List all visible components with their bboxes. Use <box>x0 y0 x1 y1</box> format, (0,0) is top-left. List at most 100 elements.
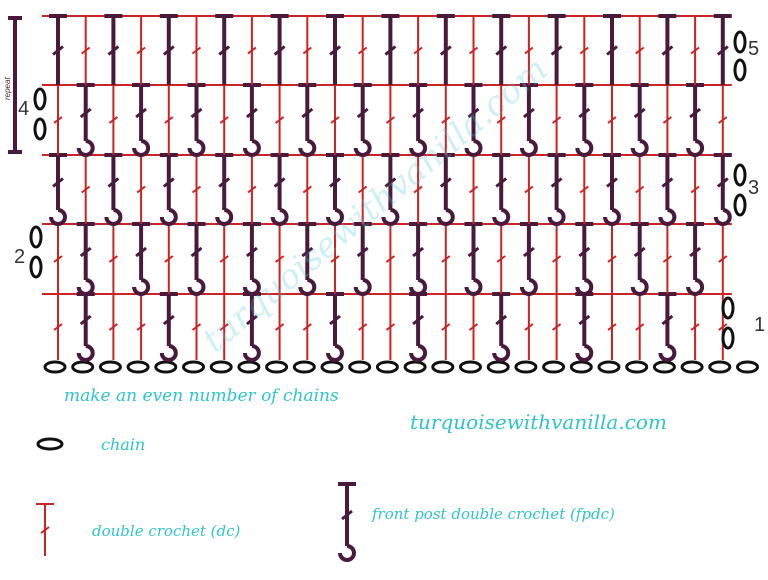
dc-stitch <box>381 223 400 294</box>
dc-stitch <box>547 293 566 360</box>
dc-stitch <box>575 15 594 85</box>
dc-stitch <box>547 223 566 294</box>
legend-dc-label: double crochet (dc) <box>92 522 241 540</box>
chain-stitch-vertical <box>733 30 747 54</box>
dc-stitch <box>436 293 455 360</box>
fpdc-stitch <box>326 292 344 362</box>
website-text: turquoisewithvanilla.com <box>410 410 667 434</box>
fpdc-stitch <box>270 153 289 226</box>
dc-stitch <box>159 84 178 155</box>
dc-stitch <box>436 223 455 294</box>
dc-stitch <box>298 154 317 224</box>
foundation-chain <box>43 360 67 374</box>
fpdc-stitch <box>713 14 732 85</box>
dc-stitch <box>464 293 483 360</box>
fpdc-stitch <box>575 83 594 157</box>
fpdc-stitch <box>658 292 677 362</box>
legend-fpdc-label: front post double crochet (fpdc) <box>372 505 615 523</box>
dc-stitch <box>132 15 151 85</box>
fpdc-stitch <box>76 83 95 157</box>
dc-stitch <box>409 15 428 85</box>
dc-stitch <box>492 223 511 294</box>
dc-stitch <box>326 84 344 155</box>
dc-stitch <box>159 223 178 294</box>
dc-stitch <box>492 84 511 155</box>
fpdc-stitch <box>132 83 151 157</box>
dc-stitch <box>603 223 621 294</box>
dc-stitch <box>104 84 123 155</box>
dc-stitch <box>630 154 649 224</box>
foundation-chain <box>680 360 704 374</box>
dc-stitch <box>49 223 67 294</box>
legend-chain-symbol <box>36 437 64 451</box>
fpdc-stitch <box>409 292 428 362</box>
dc-stitch <box>132 154 151 224</box>
fpdc-stitch <box>76 292 95 362</box>
dc-stitch <box>270 293 289 360</box>
fpdc-stitch <box>353 83 372 157</box>
fpdc-stitch <box>630 83 649 157</box>
foundation-chain <box>126 360 150 374</box>
row-number-5: 5 <box>748 38 760 60</box>
foundation-chain <box>403 360 427 374</box>
dc-stitch <box>381 293 400 360</box>
fpdc-stitch <box>547 153 566 226</box>
fpdc-stitch <box>464 83 483 157</box>
foundation-chain <box>486 360 510 374</box>
fpdc-stitch <box>658 14 677 85</box>
dc-stitch <box>298 15 317 85</box>
dc-stitch <box>630 293 649 360</box>
fpdc-stitch <box>187 83 206 157</box>
fpdc-stitch <box>575 222 594 296</box>
foundation-chain <box>292 360 316 374</box>
dc-stitch <box>298 293 317 360</box>
fpdc-stitch <box>686 222 705 296</box>
dc-stitch <box>519 154 538 224</box>
dc-stitch <box>49 84 67 155</box>
fpdc-stitch <box>49 153 67 226</box>
dc-stitch <box>519 293 538 360</box>
dc-stitch <box>464 154 483 224</box>
dc-stitch <box>603 84 621 155</box>
dc-stitch <box>104 223 123 294</box>
fpdc-stitch <box>215 14 234 85</box>
foundation-chain <box>625 360 649 374</box>
fpdc-stitch <box>298 222 317 296</box>
dc-stitch <box>713 84 732 155</box>
dc-stitch <box>353 154 372 224</box>
row-number-3: 3 <box>748 177 760 199</box>
dc-stitch <box>436 84 455 155</box>
foundation-chain <box>652 360 676 374</box>
row-number-4: 4 <box>18 98 30 120</box>
fpdc-stitch <box>242 83 261 157</box>
dc-stitch <box>104 293 123 360</box>
dc-stitch <box>215 293 234 360</box>
row-number-1: 1 <box>754 314 766 336</box>
legend-chain-label: chain <box>101 435 146 454</box>
foundation-chain <box>514 360 538 374</box>
chain-stitch-vertical <box>733 58 747 82</box>
chain-stitch-vertical <box>29 255 43 279</box>
fpdc-stitch <box>492 153 511 226</box>
foundation-chain <box>569 360 593 374</box>
fpdc-stitch <box>409 83 428 157</box>
foundation-chain <box>237 360 261 374</box>
fpdc-stitch <box>381 14 400 85</box>
fpdc-stitch <box>492 14 511 85</box>
fpdc-stitch <box>409 222 428 296</box>
fpdc-stitch <box>630 222 649 296</box>
dc-stitch <box>353 293 372 360</box>
fpdc-stitch <box>187 222 206 296</box>
fpdc-stitch <box>159 292 178 362</box>
fpdc-stitch <box>215 153 234 226</box>
fpdc-stitch <box>603 153 621 226</box>
dc-stitch <box>658 223 677 294</box>
fpdc-stitch <box>298 83 317 157</box>
dc-stitch <box>270 84 289 155</box>
dc-stitch <box>630 15 649 85</box>
foundation-chain <box>736 360 759 374</box>
fpdc-stitch <box>658 153 677 226</box>
fpdc-stitch <box>159 153 178 226</box>
chain-stitch-vertical <box>733 193 747 217</box>
